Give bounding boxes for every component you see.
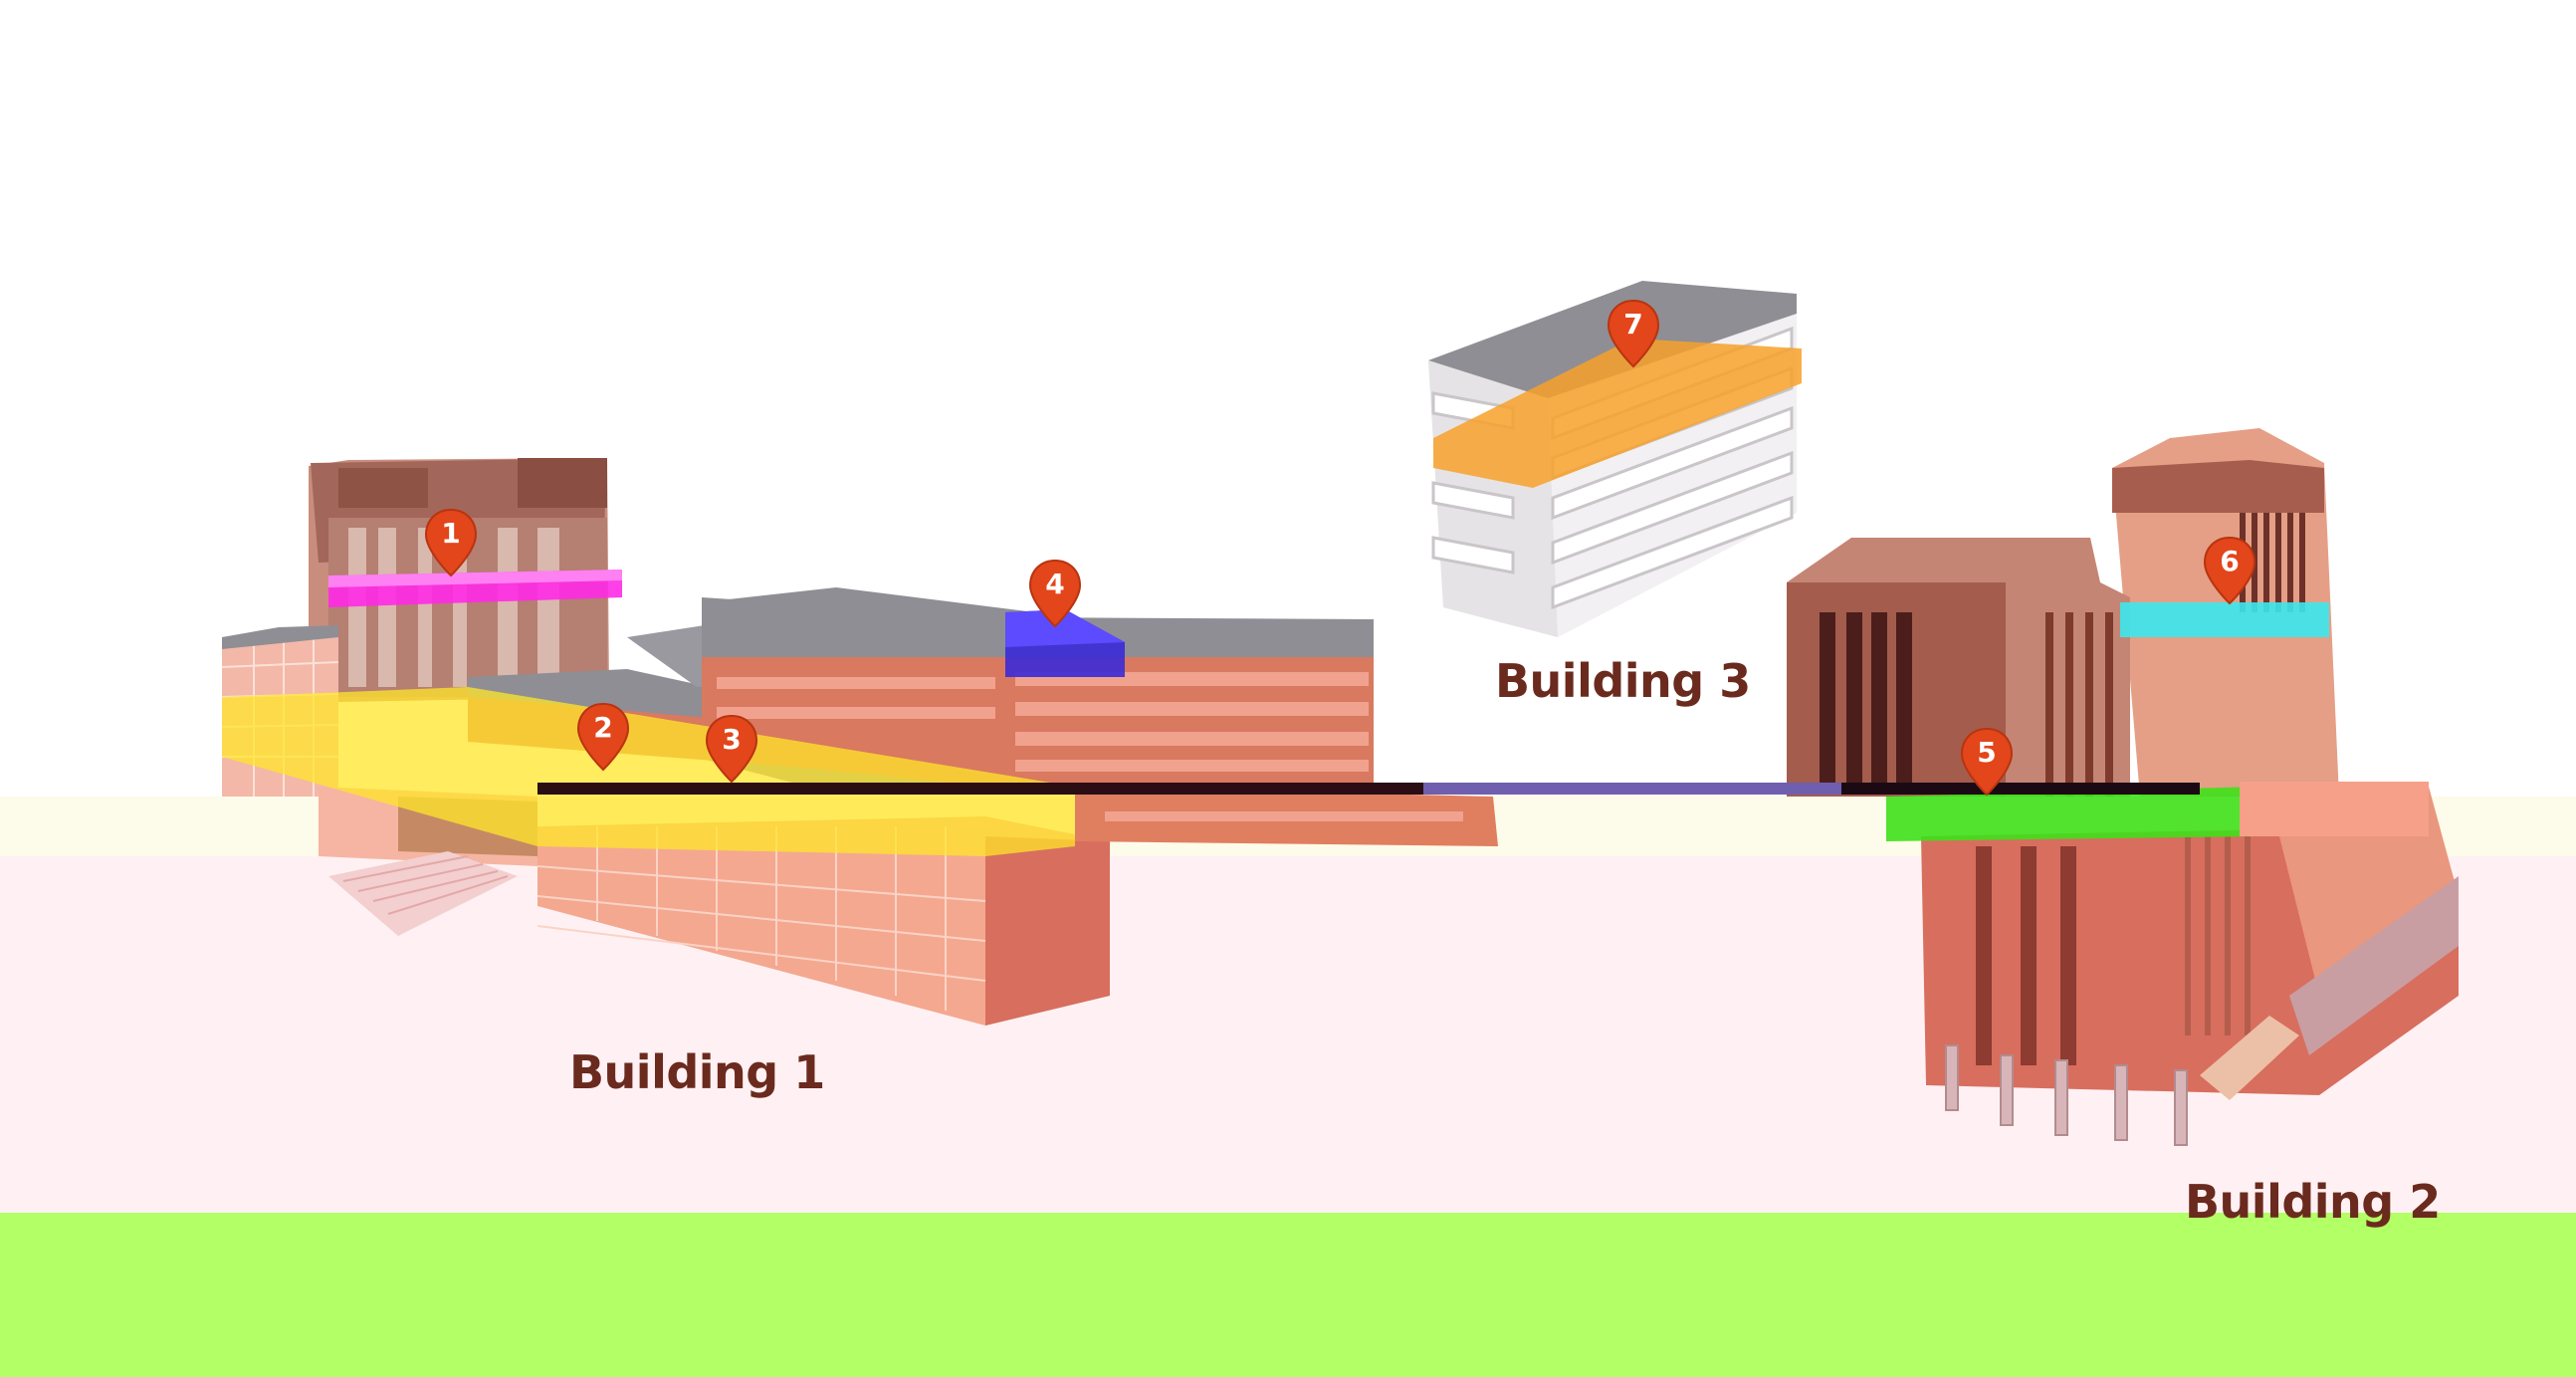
glitch-stripe-dark [537,783,1433,795]
building-1-label[interactable]: Building 1 [569,1045,825,1099]
highlight-2-3 [222,687,1075,856]
building-3-model [1428,281,1802,637]
map-pin-icon [1028,559,1082,628]
glitch-stripe-right [1841,783,2200,795]
marker-3[interactable]: 3 [704,714,759,784]
marker-6-label: 6 [2220,545,2240,577]
marker-1[interactable]: 1 [423,508,479,577]
marker-1-label: 1 [441,517,461,550]
map-pin-icon [2203,536,2256,605]
building-1-model [221,458,1498,1026]
marker-4-label: 4 [1045,568,1065,600]
marker-5[interactable]: 5 [1959,727,2015,797]
building-3-label[interactable]: Building 3 [1495,654,1751,708]
map-pin-icon [705,714,758,784]
building-2-label[interactable]: Building 2 [2185,1175,2441,1229]
marker-4[interactable]: 4 [1027,559,1083,628]
marker-2-label: 2 [593,711,613,744]
map-pin-icon [576,702,630,772]
marker-7[interactable]: 7 [1606,299,1661,368]
green-band [0,1213,2576,1377]
highlight-5 [1886,787,2259,841]
marker-7-label: 7 [1623,308,1643,341]
marker-2[interactable]: 2 [575,702,631,772]
marker-3-label: 3 [722,723,742,756]
building-2-model [1787,428,2459,1146]
marker-6[interactable]: 6 [2202,536,2257,605]
map-pin-icon [1960,727,2014,797]
glitch-stripe-purple [1423,783,1841,795]
highlight-6 [2120,602,2329,637]
marker-5-label: 5 [1977,736,1997,769]
highlight-7 [1433,339,1802,488]
map-pin-icon [424,508,478,577]
map-pin-icon [1607,299,1660,368]
